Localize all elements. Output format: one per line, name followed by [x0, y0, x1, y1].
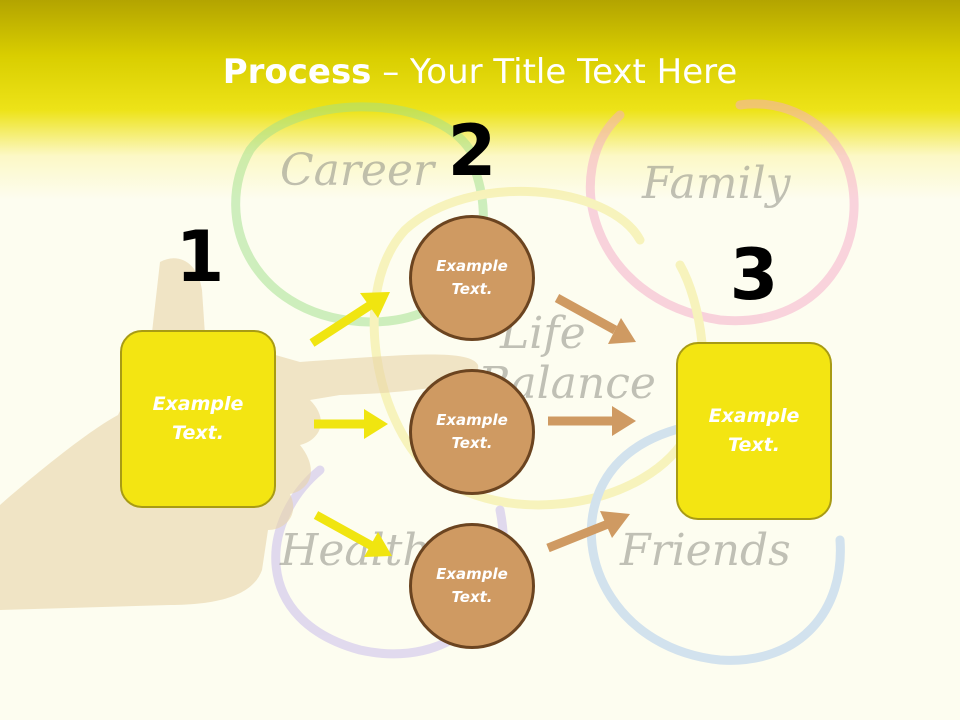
family-circle: [585, 99, 859, 326]
arrow-brown-up: [546, 519, 610, 553]
bg-word-career: Career: [280, 145, 437, 196]
slide-title: Process – Your Title Text Here: [0, 52, 960, 92]
arrow-yellow-down: [313, 511, 375, 550]
circle-middle-line-2: Text.: [451, 434, 493, 452]
arrow-yellow-up-head: [360, 292, 390, 318]
step-number-1: 1: [175, 216, 225, 298]
arrow-yellow-up: [309, 300, 375, 347]
step-number-2: 2: [447, 110, 497, 192]
brown-arrows: [546, 294, 636, 553]
yellow-arrows: [309, 292, 392, 557]
circle-bottom-line-1: Example: [436, 565, 508, 583]
arrow-yellow-down-head: [364, 532, 392, 557]
bg-word-family: Family: [641, 158, 792, 209]
circle-top-line-1: Example: [436, 257, 508, 275]
circle-top-line-2: Text.: [451, 280, 493, 298]
title-band: [0, 0, 960, 200]
circle-middle-line-1: Example: [436, 411, 508, 429]
arrow-brown-mid-head: [612, 406, 636, 436]
title-bold: Process: [222, 52, 372, 92]
title-rest: – Your Title Text Here: [371, 52, 738, 92]
arrow-brown-down-head: [608, 318, 636, 344]
bg-word-friends: Friends: [619, 525, 791, 576]
arrow-brown-down: [554, 294, 618, 334]
circle-bottom-line-2: Text.: [451, 588, 493, 606]
step-number-3: 3: [729, 234, 779, 316]
step-1-line-1: Example: [152, 393, 244, 415]
arrow-yellow-mid-head: [364, 409, 388, 439]
arrow-brown-up-head: [600, 511, 630, 538]
step-3-line-1: Example: [708, 405, 800, 427]
step-1-line-2: Text.: [172, 422, 224, 444]
step-3-line-2: Text.: [728, 434, 780, 456]
